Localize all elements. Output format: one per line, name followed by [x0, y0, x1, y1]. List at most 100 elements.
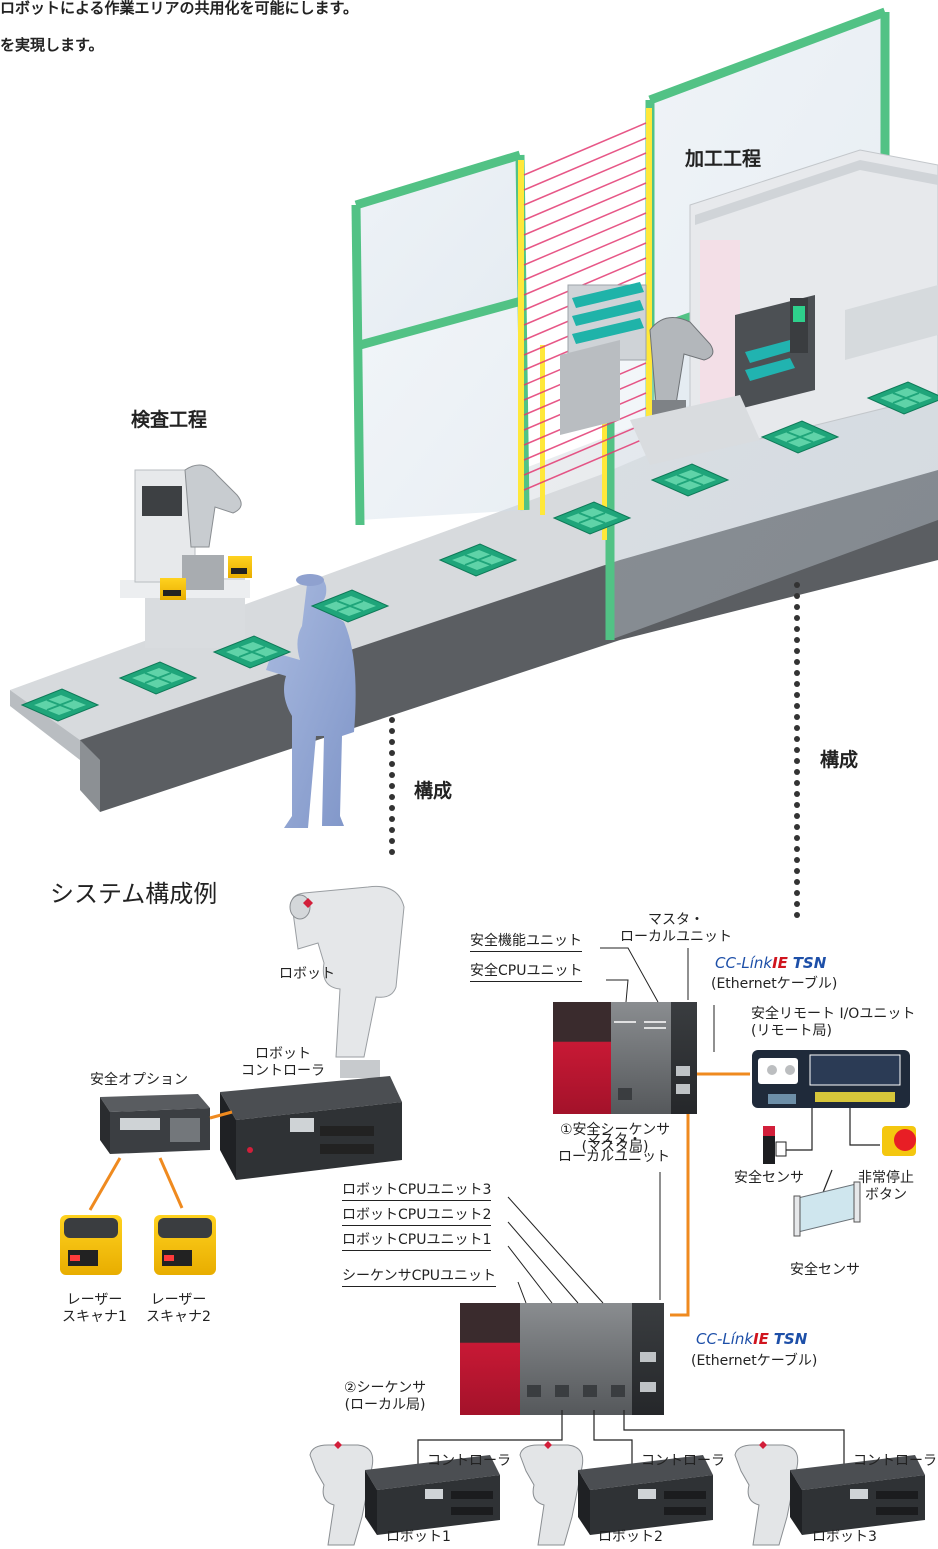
dot [794, 857, 800, 863]
dot [389, 794, 395, 800]
controller-2-label: コントローラ [641, 1453, 725, 1469]
tray [866, 381, 938, 415]
bottom-connection-lines [417, 1410, 845, 1468]
laser-scanner-1-image [60, 1215, 122, 1275]
robot-controller-image [220, 1076, 402, 1180]
dot [794, 725, 800, 731]
dot [794, 813, 800, 819]
dot [389, 772, 395, 778]
light-curtain-beam [523, 182, 647, 236]
robot-unit-3 [734, 1441, 925, 1546]
dot [794, 758, 800, 764]
trays-on-conveyor [20, 381, 938, 722]
safety-option-image [100, 1094, 210, 1154]
bottom-robots [309, 1441, 925, 1546]
dot [794, 703, 800, 709]
system-heading: システム構成例 [50, 880, 218, 908]
dot [389, 816, 395, 822]
remote-io-lines [786, 1108, 880, 1196]
sequencer-cpu-unit-label: シーケンサCPUユニット [342, 1268, 497, 1287]
safety-remote-io-label: 安全リモート I/Oユニット (リモート局) [751, 1006, 916, 1039]
dot [389, 761, 395, 767]
dot [794, 791, 800, 797]
process-machining-label: 加工工程 [685, 148, 762, 170]
dot [389, 739, 395, 745]
light-curtain-beam [523, 437, 647, 491]
light-curtain-beam [523, 137, 647, 191]
intro-line-1: ロボットによる作業エリアの共用化を可能にします。 [0, 0, 359, 17]
tray [650, 463, 730, 497]
laser-scanner-1-label: レーザー スキャナ1 [62, 1292, 127, 1325]
light-curtain-beam [523, 242, 647, 296]
robot-arm-top-image [289, 885, 405, 1078]
cclink-top-logo: CC-LínkIE TSN [715, 954, 827, 972]
dot [389, 827, 395, 833]
robot-cpu-unit-1-label: ロボットCPUユニット1 [342, 1232, 492, 1251]
dot [389, 717, 395, 723]
structure-right-label: 構成 [820, 749, 859, 771]
dot [794, 648, 800, 654]
safety-function-unit-label: 安全機能ユニット [470, 933, 582, 952]
process-inspection-label: 検査工程 [131, 409, 208, 431]
light-curtain-beam [523, 227, 647, 281]
dot [794, 615, 800, 621]
tray [20, 688, 100, 722]
dot [794, 802, 800, 808]
dot [794, 890, 800, 896]
dot [794, 747, 800, 753]
controller-1-label: コントローラ [427, 1453, 511, 1469]
dot [794, 582, 800, 588]
center-robot [560, 282, 760, 465]
safety-cpu-unit-label: 安全CPUユニット [470, 963, 583, 982]
orange-cables [88, 1072, 750, 1317]
robot-2-label: ロボット2 [598, 1529, 663, 1545]
sequencer-2-image [460, 1303, 664, 1415]
sequencer-2-label: ②シーケンサ (ローカル局) [344, 1380, 427, 1413]
dot [794, 846, 800, 852]
dot [389, 805, 395, 811]
safety-option-label: 安全オプション [90, 1072, 188, 1088]
emergency-stop-image [882, 1126, 916, 1156]
safety-remote-io-image [752, 1050, 910, 1108]
dot [794, 604, 800, 610]
dot [794, 593, 800, 599]
inspection-station [120, 464, 252, 648]
robot-unit-2 [519, 1441, 713, 1546]
robot-top-label: ロボット [279, 966, 335, 982]
safety-sensor-2-image [793, 1181, 861, 1237]
structure-dot-lines [389, 582, 800, 918]
robot-unit-1 [309, 1441, 500, 1546]
label-leader-lines [507, 947, 715, 1304]
controller-3-label: コントローラ [853, 1453, 937, 1469]
master-local-unit-top-label: マスタ・ ローカルユニット [620, 912, 732, 945]
worker-silhouette [266, 574, 356, 828]
tray [760, 420, 840, 454]
light-curtain-beam [523, 212, 647, 266]
light-curtain-beam [523, 407, 647, 461]
safety-sequencer-image [553, 1002, 697, 1114]
light-curtain [518, 108, 652, 540]
cclink-bottom-logo: CC-LínkIE TSN [696, 1330, 808, 1348]
dot [794, 714, 800, 720]
laser-scanner-2-label: レーザー スキャナ2 [146, 1292, 211, 1325]
tray [212, 635, 292, 669]
dot [794, 692, 800, 698]
dot [389, 849, 395, 855]
robot-1-label: ロボット1 [386, 1529, 451, 1545]
master-local-unit-bottom-label: マスタ・ ローカルユニット [558, 1132, 670, 1165]
dot [794, 912, 800, 918]
emergency-stop-label: 非常停止 ボタン [858, 1170, 914, 1203]
dot [794, 879, 800, 885]
robot-cpu-unit-3-label: ロボットCPUユニット3 [342, 1182, 492, 1201]
dot [794, 681, 800, 687]
dot [794, 780, 800, 786]
light-curtain-beam [523, 167, 647, 221]
tray [552, 501, 632, 535]
safety-sensor-1-image [763, 1126, 787, 1164]
dot [389, 728, 395, 734]
light-curtain-beam [523, 197, 647, 251]
dot [794, 626, 800, 632]
dot [794, 868, 800, 874]
dot [389, 838, 395, 844]
